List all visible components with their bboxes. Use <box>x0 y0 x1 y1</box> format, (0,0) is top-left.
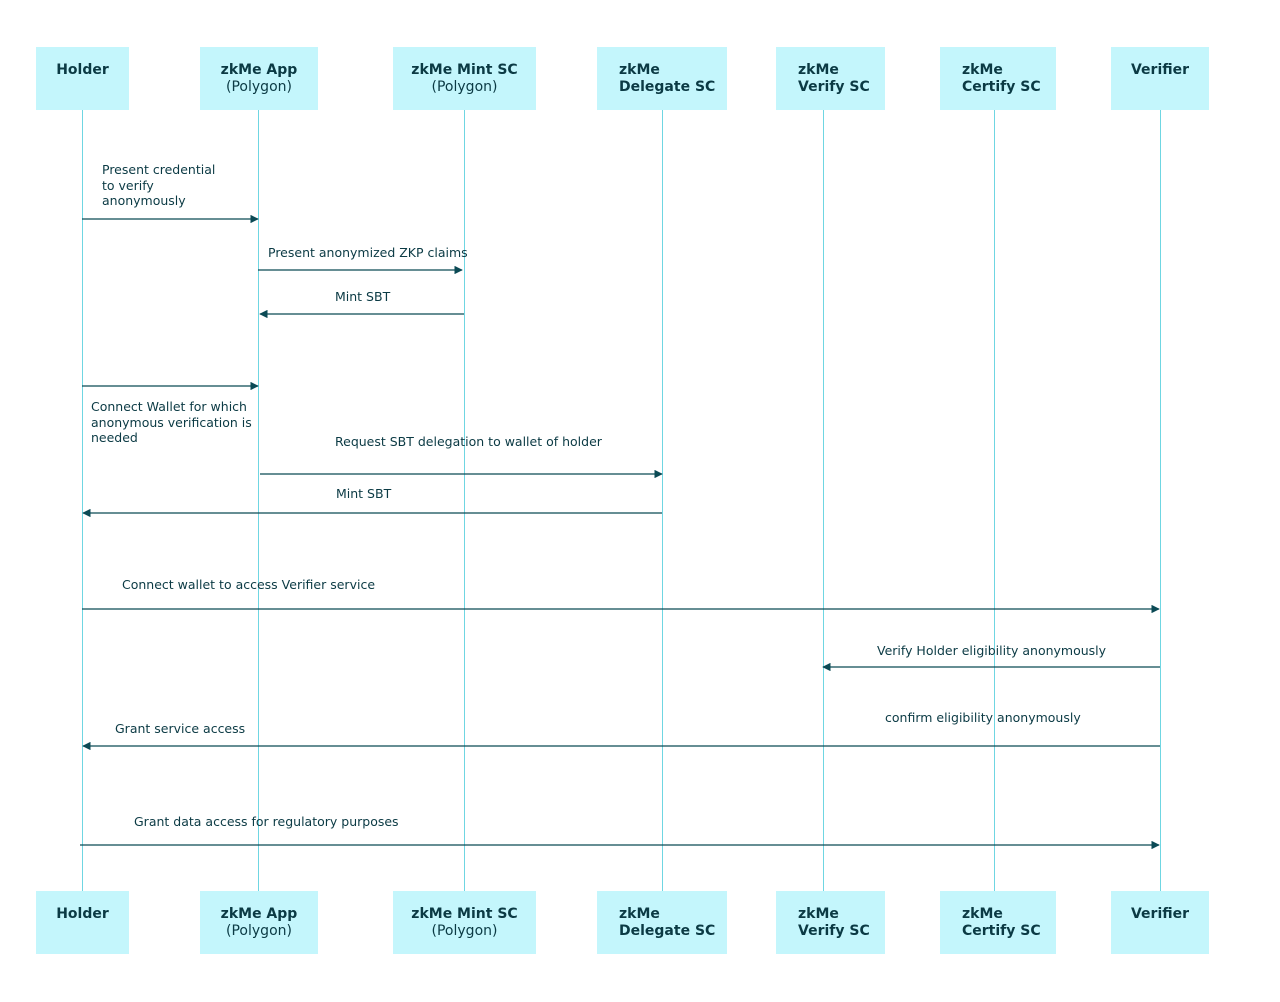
actor-verify-bottom: zkMe Verify SC <box>776 891 885 954</box>
actor-title: zkMe App <box>220 62 298 78</box>
actor-subtitle: Verify SC <box>798 79 870 95</box>
lifeline-mint <box>464 110 465 892</box>
lifeline-certify <box>994 110 995 892</box>
actor-title: zkMe Mint SC <box>411 906 518 922</box>
message-label: Mint SBT <box>336 486 392 501</box>
message-label: Request SBT delegation to wallet of hold… <box>335 434 602 449</box>
message-label: confirm eligibility anonymously <box>885 710 1081 725</box>
lifeline-verifier <box>1160 110 1161 892</box>
actor-title: zkMe Mint SC <box>411 62 518 78</box>
actor-subtitle: (Polygon) <box>431 923 498 939</box>
message-label: Present anonymized ZKP claims <box>268 245 468 260</box>
actor-title: zkMe <box>962 62 1003 78</box>
actor-mint-top: zkMe Mint SC (Polygon) <box>393 47 536 110</box>
actor-delegate-bottom: zkMe Delegate SC <box>597 891 727 954</box>
actor-holder-bottom: Holder <box>36 891 129 954</box>
actor-title: zkMe <box>798 62 839 78</box>
actor-app-top: zkMe App (Polygon) <box>200 47 318 110</box>
actor-verifier-top: Verifier <box>1111 47 1209 110</box>
message-label: Grant data access for regulatory purpose… <box>134 814 399 829</box>
actor-verifier-bottom: Verifier <box>1111 891 1209 954</box>
actor-verify-top: zkMe Verify SC <box>776 47 885 110</box>
actor-subtitle: Verify SC <box>798 923 870 939</box>
message-label: Verify Holder eligibility anonymously <box>877 643 1107 658</box>
actor-subtitle: Delegate SC <box>619 79 716 95</box>
actor-title: zkMe <box>619 62 660 78</box>
actor-mint-bottom: zkMe Mint SC (Polygon) <box>393 891 536 954</box>
lifeline-delegate <box>662 110 663 892</box>
actor-certify-top: zkMe Certify SC <box>940 47 1056 110</box>
actor-subtitle: Certify SC <box>962 79 1041 95</box>
actor-subtitle: (Polygon) <box>226 923 292 939</box>
lifeline-app <box>258 110 259 892</box>
message-label: Mint SBT <box>335 289 391 304</box>
message-label: Connect wallet to access Verifier servic… <box>122 577 376 592</box>
message-label: Connect Wallet for which anonymous verif… <box>91 399 252 445</box>
actor-title: zkMe <box>798 906 839 922</box>
message-label: Present credential to verify anonymously <box>102 162 216 208</box>
actor-subtitle: Certify SC <box>962 923 1041 939</box>
message-label: Grant service access <box>115 721 246 736</box>
actor-title: zkMe <box>619 906 660 922</box>
actor-subtitle: (Polygon) <box>431 79 498 95</box>
actor-holder-top: Holder <box>36 47 129 110</box>
actor-subtitle: Delegate SC <box>619 923 716 939</box>
lifeline-verify <box>823 110 824 892</box>
actor-title: Holder <box>56 906 109 922</box>
actor-title: Verifier <box>1130 906 1190 922</box>
actor-title: Holder <box>56 62 109 78</box>
lifeline-holder <box>82 110 83 892</box>
actor-certify-bottom: zkMe Certify SC <box>940 891 1056 954</box>
actor-subtitle: (Polygon) <box>226 79 292 95</box>
actor-delegate-top: zkMe Delegate SC <box>597 47 727 110</box>
actor-title: Verifier <box>1130 62 1190 78</box>
actor-title: zkMe App <box>220 906 298 922</box>
actor-app-bottom: zkMe App (Polygon) <box>200 891 318 954</box>
actor-title: zkMe <box>962 906 1003 922</box>
